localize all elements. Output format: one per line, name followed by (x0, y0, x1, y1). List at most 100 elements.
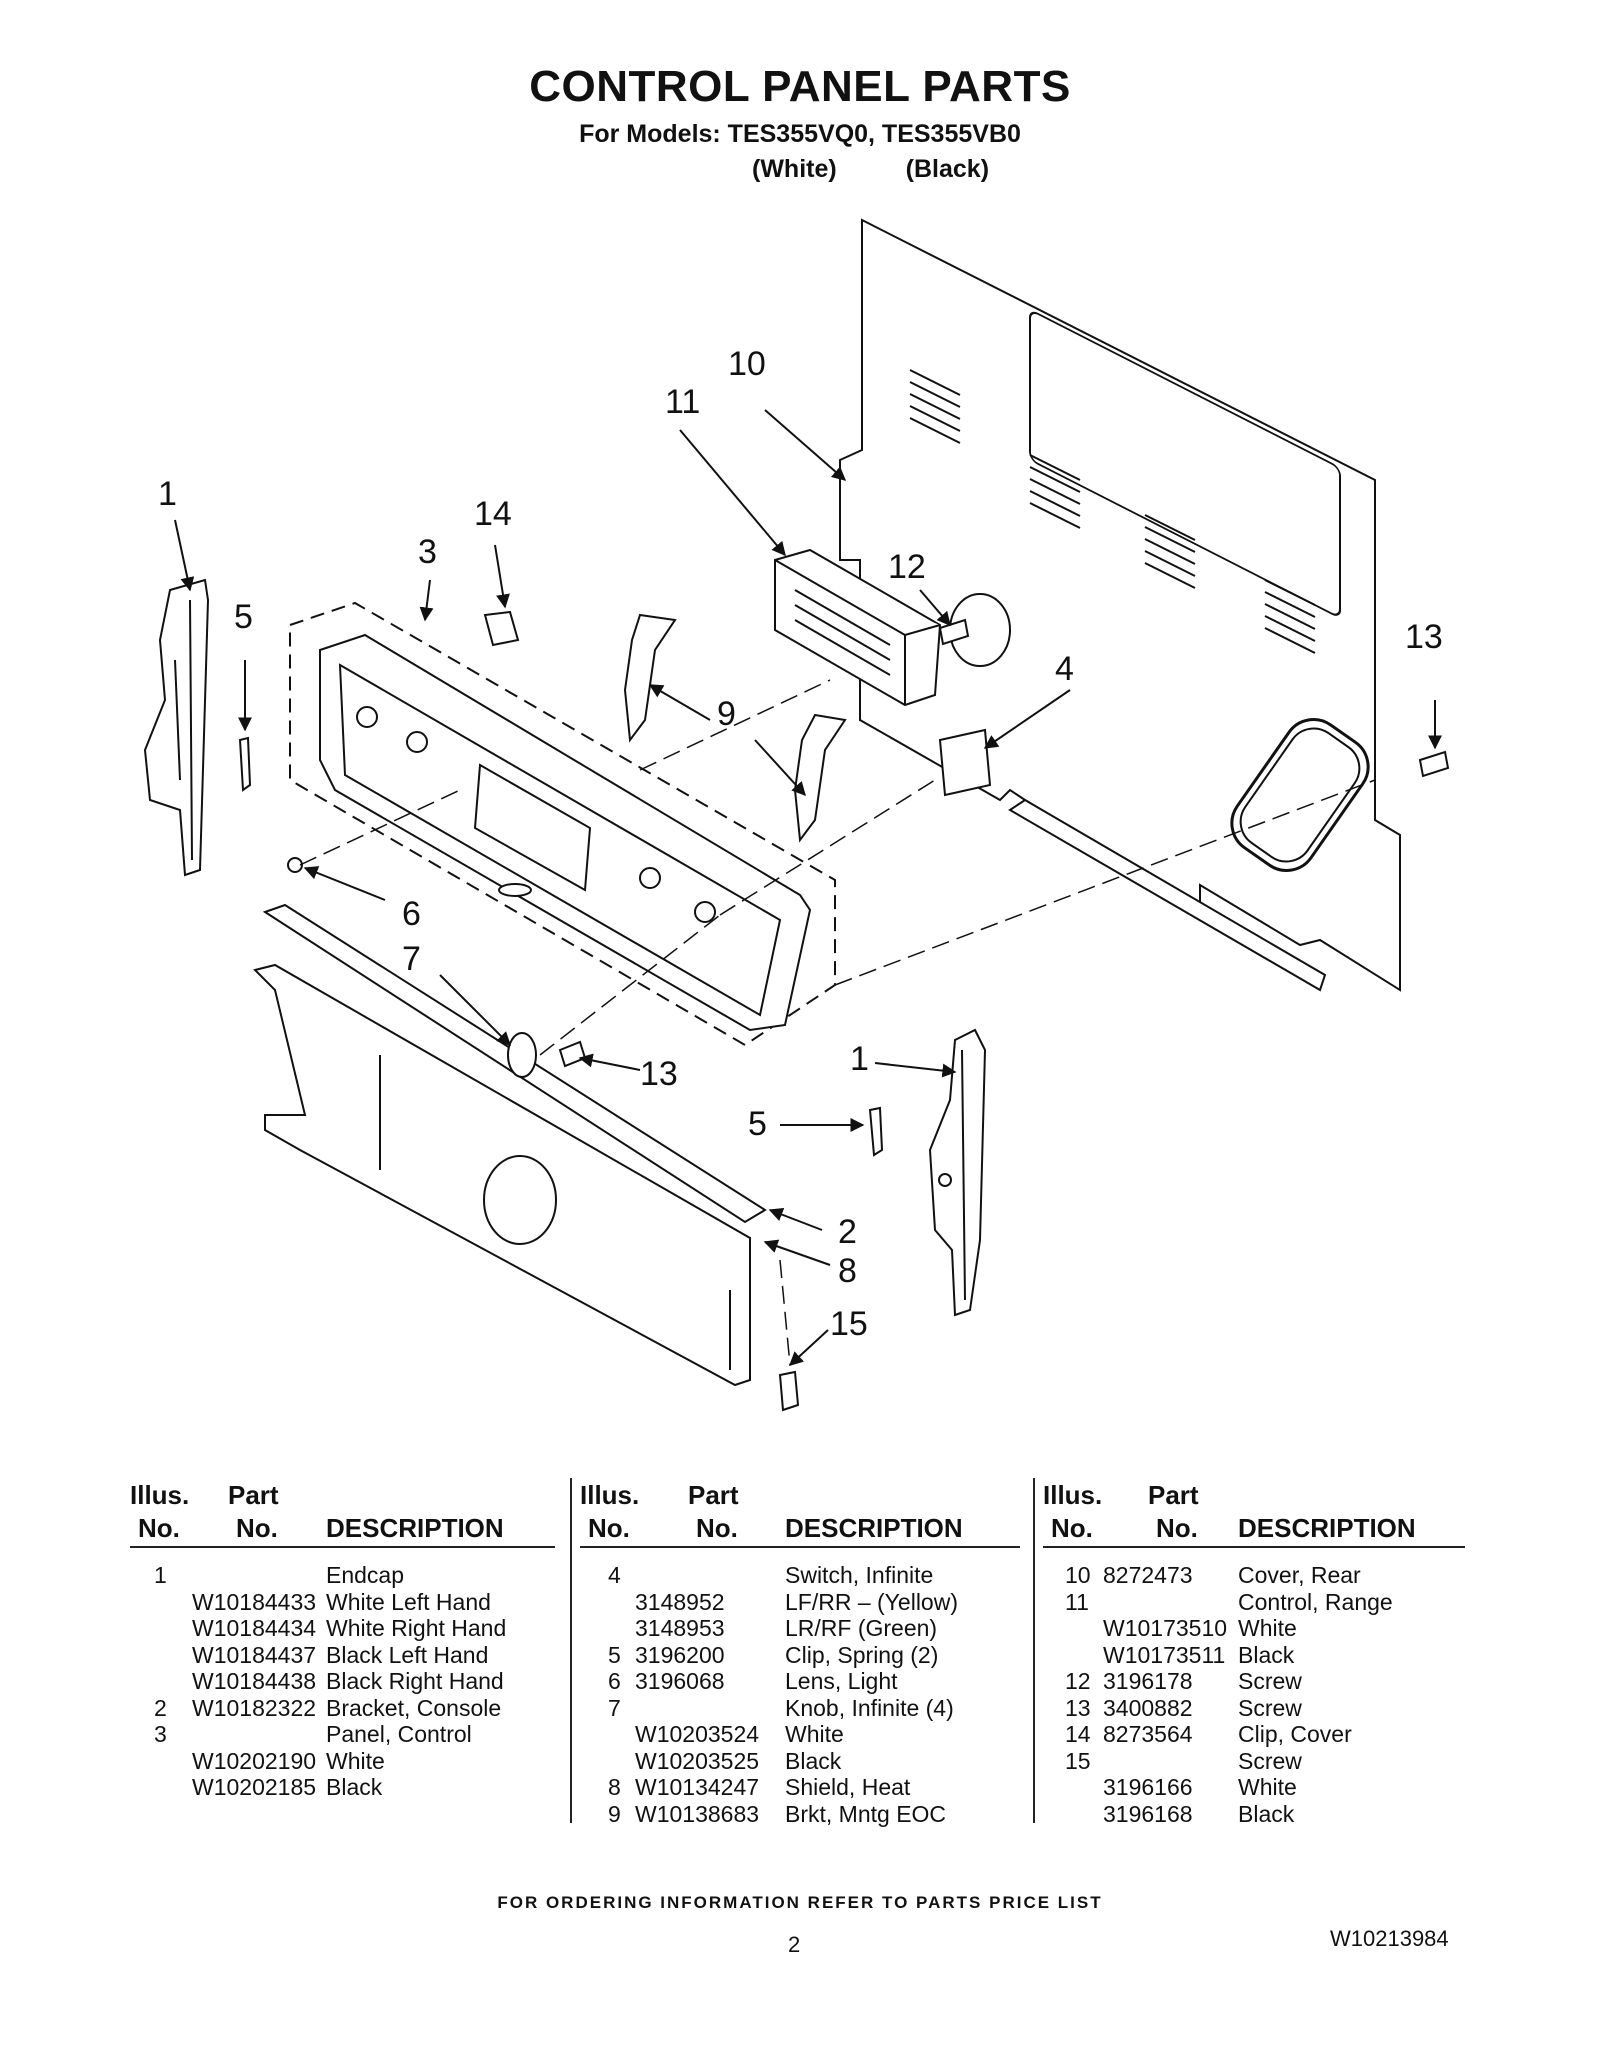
description-header: DESCRIPTION (1238, 1513, 1416, 1543)
part-number: W10202185 (192, 1774, 317, 1800)
part-description: Black Right Hand (326, 1668, 504, 1694)
illus-number: 11 (1065, 1588, 1089, 1615)
part-description: Screw (1238, 1747, 1302, 1774)
callout-15: 15 (830, 1305, 868, 1343)
spring-clip-left (238, 736, 252, 792)
callout-9: 9 (717, 695, 736, 733)
part-number: W10202190 (192, 1747, 317, 1774)
screw-15 (778, 1370, 800, 1412)
part-description: Knob, Infinite (4) (785, 1694, 954, 1721)
callout-10: 10 (728, 345, 766, 383)
part-number: W10203524 (635, 1721, 760, 1747)
illus-header: No. (138, 1513, 180, 1543)
part-number: 8273564 (1103, 1721, 1193, 1747)
page-title: CONTROL PANEL PARTS (529, 62, 1071, 111)
part-number: W10138683 (635, 1800, 760, 1827)
illus-number: 6 (608, 1668, 621, 1694)
illus-number: 9 (608, 1800, 621, 1827)
illus-number: 1 (154, 1562, 167, 1588)
callout-1-right: 1 (850, 1040, 869, 1078)
screw-13-right (1418, 750, 1450, 778)
callout-14: 14 (474, 495, 512, 533)
callout-1-left: 1 (158, 475, 177, 513)
callout-5-right: 5 (748, 1105, 767, 1143)
models-subtitle: For Models: TES355VQ0, TES355VB0 (579, 120, 1021, 148)
parts-table-row: 3148953 LR/RF (Green) (580, 1615, 1020, 1642)
infinite-switch (938, 728, 992, 797)
part-description: White Left Hand (326, 1588, 491, 1615)
parts-table-row: W10202185 Black (130, 1774, 555, 1801)
parts-table-row: 3196168 Black (1043, 1801, 1465, 1828)
part-number: 3196200 (635, 1641, 725, 1668)
part-description: LF/RR – (Yellow) (785, 1588, 958, 1615)
mounting-brackets (623, 613, 847, 843)
part-header: Part (1148, 1480, 1199, 1510)
part-number: W10134247 (635, 1774, 760, 1800)
illus-number: 13 (1065, 1694, 1091, 1721)
part-description: Screw (1238, 1668, 1302, 1694)
part-description: Black (1238, 1800, 1295, 1827)
illus-header: No. (1051, 1513, 1093, 1543)
part-number: 3148952 (635, 1588, 725, 1615)
part-number: 3148953 (635, 1615, 725, 1641)
callout-7: 7 (402, 940, 421, 978)
illus-header: Illus. (130, 1480, 190, 1510)
illus-header: Illus. (1043, 1480, 1103, 1510)
part-description: Black Left Hand (326, 1641, 489, 1668)
table-divider (1033, 1478, 1035, 1823)
part-description: Black (785, 1747, 842, 1774)
range-control-board (774, 548, 942, 707)
callout-11: 11 (665, 383, 700, 421)
exploded-parts-diagram: 1 5 3 14 11 10 12 4 9 13 6 7 13 1 5 2 8 … (143, 218, 1450, 1412)
part-description: Control, Range (1238, 1588, 1393, 1615)
part-header: Part (228, 1480, 279, 1510)
callout-12: 12 (888, 548, 926, 586)
part-description: Clip, Cover (1238, 1721, 1352, 1747)
page-number: 2 (788, 1932, 801, 1957)
callout-13-front: 13 (640, 1055, 678, 1093)
callout-5-left: 5 (234, 598, 253, 636)
part-header: Part (688, 1480, 739, 1510)
illus-number: 10 (1065, 1562, 1091, 1588)
part-description: LR/RF (Green) (785, 1615, 938, 1641)
illus-header: No. (588, 1513, 630, 1543)
part-description: Clip, Spring (2) (785, 1641, 939, 1668)
model-color-labels: (White) (Black) (752, 155, 989, 184)
part-number: 3196168 (1103, 1800, 1193, 1827)
illus-number: 8 (608, 1774, 621, 1800)
document-number: W10213984 (1330, 1926, 1449, 1951)
right-endcap (928, 1028, 987, 1317)
part-number: W10182322 (192, 1694, 317, 1721)
part-header: No. (1156, 1513, 1198, 1543)
part-number: W10184433 (192, 1588, 317, 1615)
callout-arrows (174, 409, 1442, 1366)
part-number: W10203525 (635, 1747, 760, 1774)
illus-number: 4 (608, 1562, 621, 1588)
callout-2: 2 (838, 1213, 857, 1251)
assembly-lines (299, 679, 1376, 1366)
part-description: Endcap (326, 1562, 405, 1588)
part-description: White Right Hand (326, 1615, 507, 1641)
illus-number: 14 (1065, 1721, 1091, 1747)
part-number: 3196178 (1103, 1668, 1193, 1694)
illus-header: Illus. (580, 1480, 640, 1510)
part-description: Screw (1238, 1694, 1302, 1721)
clip-cover (483, 610, 520, 647)
part-description: Black (326, 1774, 383, 1800)
